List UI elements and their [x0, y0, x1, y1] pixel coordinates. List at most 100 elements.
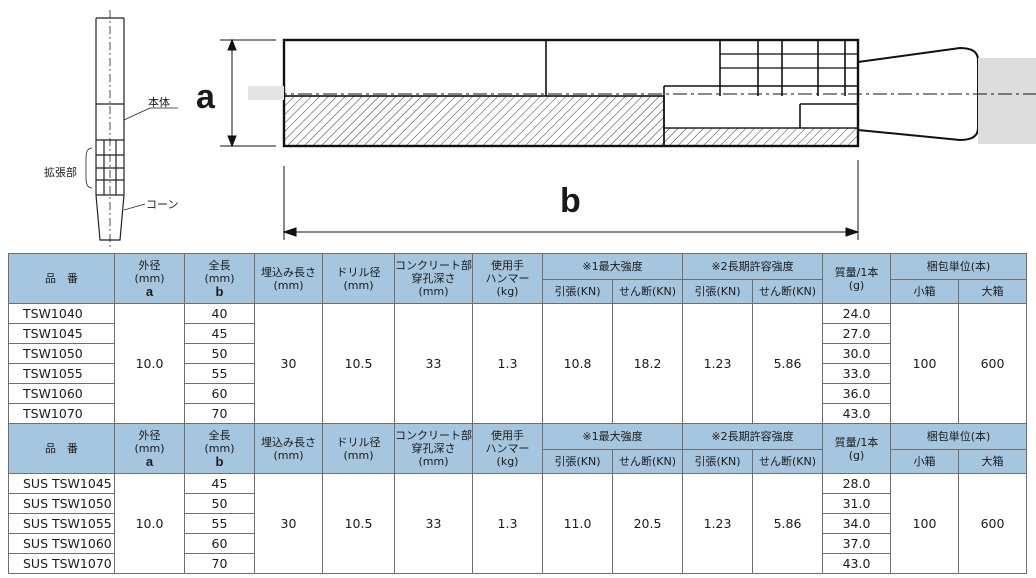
small-box-value: 100: [890, 473, 959, 574]
allow-shear-value: 5.86: [752, 303, 823, 424]
part-number: SUS TSW1045: [8, 473, 115, 494]
header-hammer: 使用手ハンマー(kg): [472, 253, 543, 304]
header-max-strength: ※1最大強度: [542, 423, 683, 450]
header-embed: 埋込み長さ(mm): [254, 423, 323, 474]
header-large-box: 大箱: [958, 279, 1027, 304]
header-embed: 埋込み長さ(mm): [254, 253, 323, 304]
length-value: 50: [184, 343, 255, 364]
dim-a-label: a: [196, 78, 215, 116]
embed-value: 30: [254, 303, 323, 424]
mass-value: 36.0: [822, 383, 891, 404]
header-mass: 質量/1本(g): [822, 253, 891, 304]
mass-value: 24.0: [822, 303, 891, 324]
dimension-a: [220, 38, 276, 148]
part-number: SUS TSW1060: [8, 533, 115, 554]
depth-value: 33: [394, 473, 473, 574]
main-view: [248, 38, 1036, 148]
max-shear-value: 18.2: [612, 303, 683, 424]
dim-b-label: b: [560, 182, 581, 220]
part-number: TSW1040: [8, 303, 115, 324]
length-value: 55: [184, 363, 255, 384]
header-length: 全長(mm)b: [184, 253, 255, 304]
table-row: SUS TSW1055 55 34.0: [8, 513, 1027, 534]
large-box-value: 600: [958, 473, 1027, 574]
max-tension-value: 10.8: [542, 303, 613, 424]
header-allow-shear: せん断(KN): [752, 279, 823, 304]
header-outer-dia: 外径(mm)a: [114, 253, 185, 304]
mass-value: 43.0: [822, 553, 891, 574]
length-value: 45: [184, 473, 255, 494]
length-value: 55: [184, 513, 255, 534]
header-pack: 梱包単位(本): [890, 253, 1027, 280]
header-part-no: 品 番: [8, 253, 115, 304]
mass-value: 28.0: [822, 473, 891, 494]
header-max-tension: 引張(KN): [542, 449, 613, 474]
header-allow-shear: せん断(KN): [752, 449, 823, 474]
header-allow-tension: 引張(KN): [682, 279, 753, 304]
max-tension-value: 11.0: [542, 473, 613, 574]
header-outer-dia: 外径(mm)a: [114, 423, 185, 474]
mass-value: 31.0: [822, 493, 891, 514]
allow-shear-value: 5.86: [752, 473, 823, 574]
body-label: 本体: [148, 96, 170, 109]
table-row: SUS TSW1070 70 43.0: [8, 553, 1027, 574]
large-box-value: 600: [958, 303, 1027, 424]
hammer-value: 1.3: [472, 303, 543, 424]
part-number: SUS TSW1055: [8, 513, 115, 534]
length-value: 50: [184, 493, 255, 514]
length-value: 60: [184, 533, 255, 554]
header-max-shear: せん断(KN): [612, 449, 683, 474]
header-max-strength: ※1最大強度: [542, 253, 683, 280]
drill-value: 10.5: [322, 473, 395, 574]
mass-value: 43.0: [822, 403, 891, 424]
header-max-shear: せん断(KN): [612, 279, 683, 304]
header-allow-strength: ※2長期許容強度: [682, 423, 823, 450]
part-number: TSW1070: [8, 403, 115, 424]
mass-value: 33.0: [822, 363, 891, 384]
max-shear-value: 20.5: [612, 473, 683, 574]
mass-value: 30.0: [822, 343, 891, 364]
part-number: TSW1055: [8, 363, 115, 384]
header-small-box: 小箱: [890, 449, 959, 474]
header-drill: ドリル径(mm): [322, 423, 395, 474]
header-mass: 質量/1本(g): [822, 423, 891, 474]
table-row: TSW1045 45 27.0: [8, 323, 1027, 344]
mass-value: 27.0: [822, 323, 891, 344]
header-hammer: 使用手ハンマー(kg): [472, 423, 543, 474]
part-number: SUS TSW1070: [8, 553, 115, 574]
length-value: 60: [184, 383, 255, 404]
anchor-drawing: [85, 10, 1036, 248]
part-number: TSW1060: [8, 383, 115, 404]
header-hole-depth: コンクリート部穿孔深さ(mm): [394, 253, 473, 304]
drill-value: 10.5: [322, 303, 395, 424]
leader-lines: [85, 107, 178, 211]
length-value: 45: [184, 323, 255, 344]
table-row: TSW1055 55 33.0: [8, 363, 1027, 384]
header-small-box: 小箱: [890, 279, 959, 304]
part-number: SUS TSW1050: [8, 493, 115, 514]
header-drill: ドリル径(mm): [322, 253, 395, 304]
header-pack: 梱包単位(本): [890, 423, 1027, 450]
part-number: TSW1045: [8, 323, 115, 344]
embed-value: 30: [254, 473, 323, 574]
hammer-value: 1.3: [472, 473, 543, 574]
header-large-box: 大箱: [958, 449, 1027, 474]
table-row: TSW1050 50 30.0: [8, 343, 1027, 364]
allow-tension-value: 1.23: [682, 473, 753, 574]
depth-value: 33: [394, 303, 473, 424]
length-value: 70: [184, 553, 255, 574]
header-part-no: 品 番: [8, 423, 115, 474]
outer-dia-value: 10.0: [114, 473, 185, 574]
part-number: TSW1050: [8, 343, 115, 364]
header-max-tension: 引張(KN): [542, 279, 613, 304]
header-hole-depth: コンクリート部穿孔深さ(mm): [394, 423, 473, 474]
length-value: 40: [184, 303, 255, 324]
header-allow-tension: 引張(KN): [682, 449, 753, 474]
mass-value: 37.0: [822, 533, 891, 554]
expansion-label: 拡張部: [44, 166, 77, 179]
mass-value: 34.0: [822, 513, 891, 534]
